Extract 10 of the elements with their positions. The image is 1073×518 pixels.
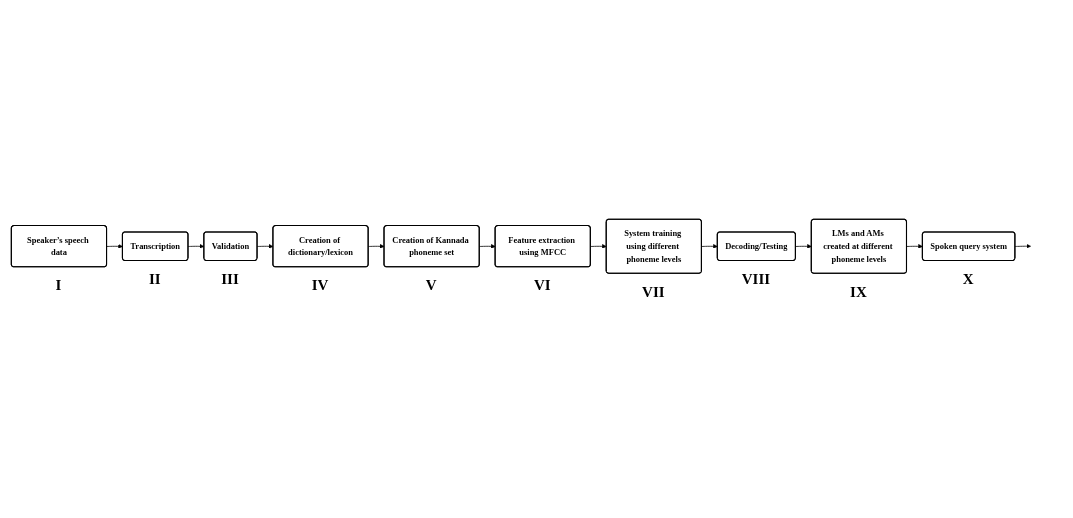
- step-number: VII: [642, 282, 665, 301]
- step-number: I: [55, 276, 62, 295]
- step-number: III: [221, 270, 239, 289]
- step-number: VIII: [741, 270, 771, 289]
- step-number: V: [425, 276, 437, 295]
- step-number: IX: [850, 282, 867, 301]
- step-number: II: [148, 270, 161, 289]
- step-number: VI: [533, 276, 551, 295]
- step-number: X: [962, 270, 974, 289]
- step-number: IV: [311, 276, 329, 295]
